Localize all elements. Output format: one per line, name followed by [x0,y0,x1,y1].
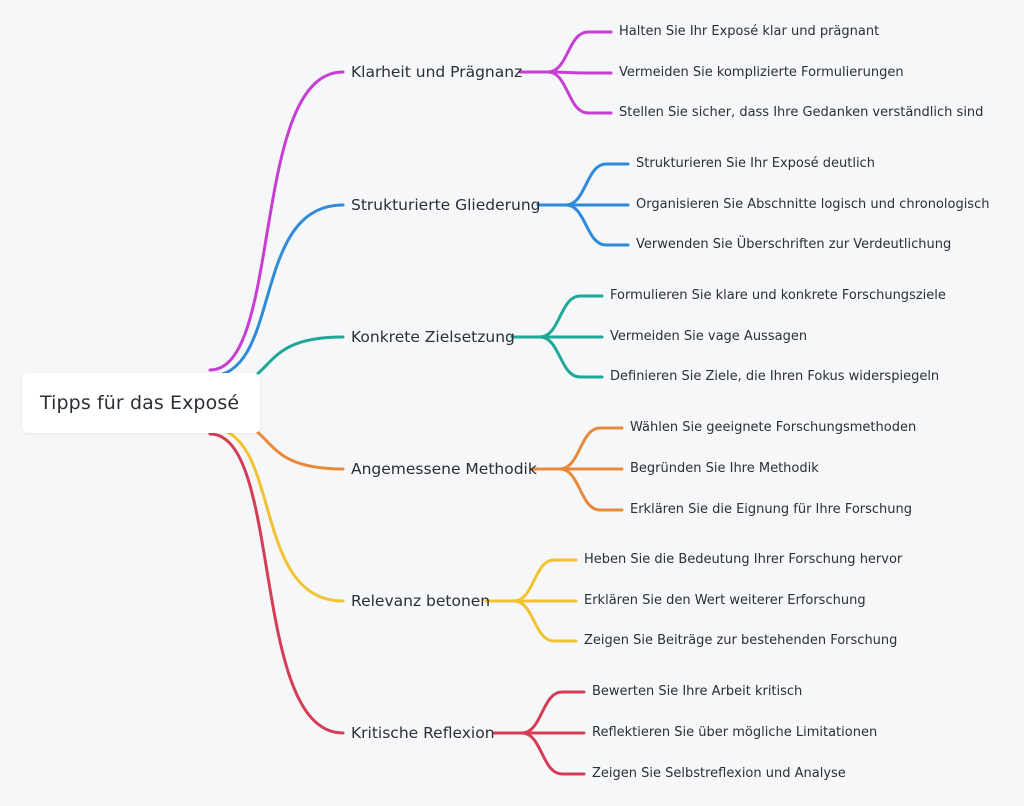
leaf-node[interactable]: Zeigen Sie Beiträge zur bestehenden Fors… [584,633,898,648]
leaf-connector-1-3 [546,70,613,115]
branch-node[interactable]: Strukturierte Gliederung [351,196,541,214]
leaf-connector-3-1 [538,294,604,339]
root-node[interactable]: Tipps für das Exposé [22,373,260,433]
leaf-node[interactable]: Verwenden Sie Überschriften zur Verdeutl… [636,237,952,252]
leaf-connector-4-1 [558,426,624,471]
root-node-label: Tipps für das Exposé [40,392,240,414]
leaf-connector-2-3 [564,203,630,247]
leaf-connector-1-2 [546,70,613,75]
leaf-node[interactable]: Zeigen Sie Selbstreflexion und Analyse [592,766,846,781]
leaf-node[interactable]: Strukturieren Sie Ihr Exposé deutlich [636,156,875,171]
root-connector-1 [208,70,345,372]
branch-node[interactable]: Kritische Reflexion [351,724,495,742]
leaf-connector-5-3 [512,599,578,643]
root-connector-6 [208,432,345,735]
leaf-connector-5-1 [512,558,578,603]
leaf-node[interactable]: Heben Sie die Bedeutung Ihrer Forschung … [584,552,903,567]
leaf-connector-6-3 [520,731,586,776]
leaf-node[interactable]: Stellen Sie sicher, dass Ihre Gedanken v… [619,105,984,120]
root-connector-2 [208,203,345,378]
leaf-node[interactable]: Definieren Sie Ziele, die Ihren Fokus wi… [610,369,940,384]
leaf-connector-3-3 [538,335,604,379]
branch-node[interactable]: Relevanz betonen [351,592,491,610]
root-connector-5 [208,426,345,603]
leaf-node[interactable]: Reflektieren Sie über mögliche Limitatio… [592,725,878,740]
leaf-connector-6-1 [520,690,586,735]
leaf-connector-4-3 [558,467,624,512]
leaf-node[interactable]: Erklären Sie die Eignung für Ihre Forsch… [630,502,913,517]
leaf-node[interactable]: Formulieren Sie klare und konkrete Forsc… [610,288,946,303]
leaf-node[interactable]: Halten Sie Ihr Exposé klar und prägnant [619,24,880,39]
leaf-connector-1-1 [546,30,613,74]
leaf-node[interactable]: Begründen Sie Ihre Methodik [630,461,819,476]
branch-node[interactable]: Konkrete Zielsetzung [351,328,515,346]
leaf-node[interactable]: Erklären Sie den Wert weiterer Erforschu… [584,593,866,608]
leaf-node[interactable]: Bewerten Sie Ihre Arbeit kritisch [592,684,803,699]
leaf-node[interactable]: Organisieren Sie Abschnitte logisch und … [636,197,990,212]
branch-node[interactable]: Angemessene Methodik [351,460,537,478]
leaf-node[interactable]: Wählen Sie geeignete Forschungsmethoden [630,420,917,435]
leaf-connector-2-1 [564,162,630,207]
branch-node[interactable]: Klarheit und Prägnanz [351,63,523,81]
leaf-node[interactable]: Vermeiden Sie vage Aussagen [610,329,808,344]
leaf-node[interactable]: Vermeiden Sie komplizierte Formulierunge… [619,65,904,80]
